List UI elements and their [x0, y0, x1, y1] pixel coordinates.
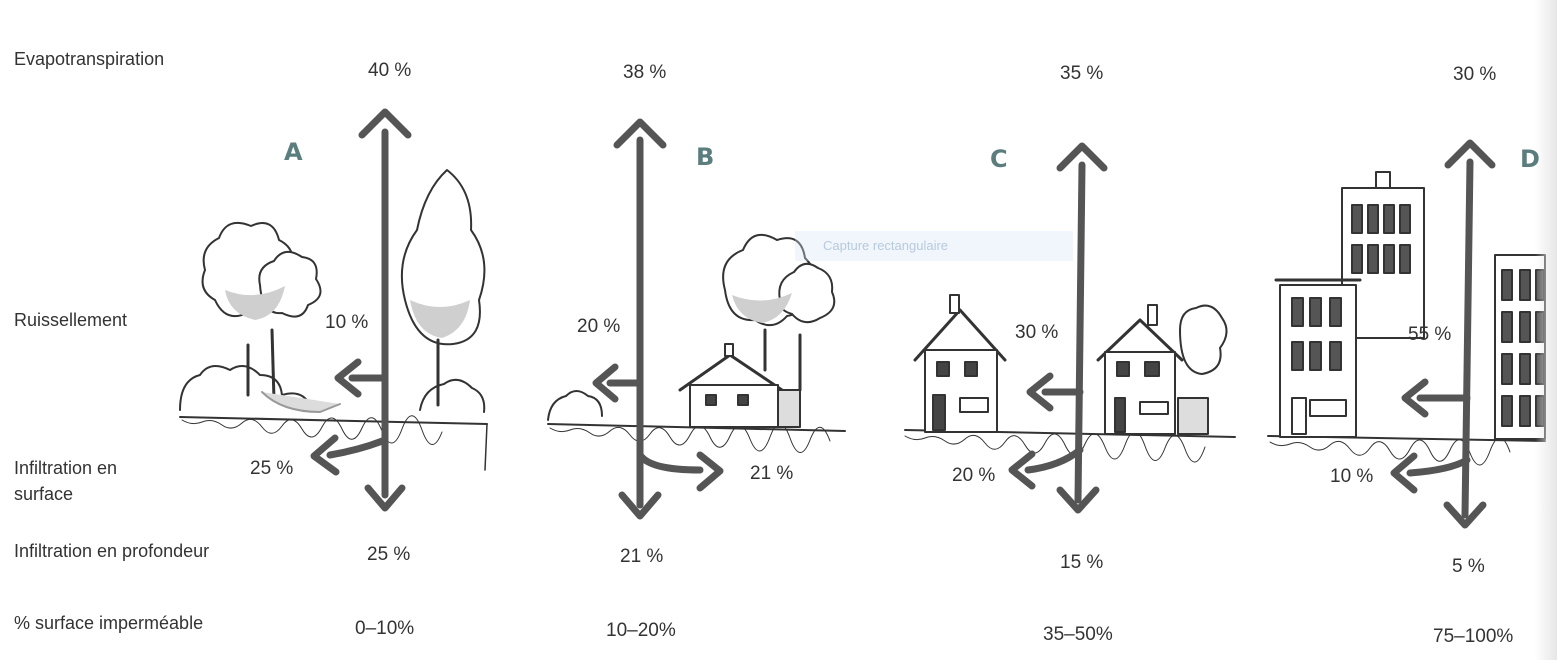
scenario-a-label: A [284, 138, 303, 166]
scenario-a-illustration [179, 108, 488, 512]
capture-tooltip: Capture rectangulaire [795, 231, 1073, 261]
d-evapotranspiration: 30 % [1453, 64, 1497, 85]
scenario-d-label: D [1520, 145, 1540, 173]
d-ruissellement: 55 % [1408, 324, 1452, 345]
d-infiltration-surface: 10 % [1330, 466, 1374, 487]
scenario-c-label: C [990, 145, 1008, 173]
scenario-b-label: B [696, 143, 715, 171]
row-label-infiltration-profondeur: Infiltration en profondeur [14, 541, 210, 561]
row-label-evapotranspiration: Evapotranspiration [14, 49, 165, 69]
c-evapotranspiration: 35 % [1060, 63, 1104, 84]
scenario-d-illustration [1267, 139, 1546, 529]
b-evapotranspiration: 38 % [623, 62, 667, 83]
b-infiltration-surface: 21 % [750, 463, 794, 484]
row-label-infiltration-surface: Infiltration en surface [14, 458, 118, 504]
c-surface-impermeable: 35–50% [1043, 624, 1113, 645]
c-infiltration-profondeur: 15 % [1060, 552, 1104, 573]
b-ruissellement: 20 % [577, 316, 621, 337]
page-edge-shadow [1535, 0, 1557, 660]
a-infiltration-profondeur: 25 % [367, 544, 411, 565]
scenario-b-illustration [547, 118, 846, 520]
a-ruissellement: 10 % [325, 312, 369, 333]
d-surface-impermeable: 75–100% [1433, 626, 1514, 647]
b-infiltration-profondeur: 21 % [620, 546, 664, 567]
a-infiltration-surface: 25 % [250, 458, 294, 479]
row-label-ruissellement: Ruissellement [14, 310, 128, 330]
row-label-surface-impermeable: % surface imperméable [14, 613, 204, 633]
c-ruissellement: 30 % [1015, 322, 1059, 343]
c-infiltration-surface: 20 % [952, 465, 996, 486]
a-surface-impermeable: 0–10% [355, 618, 415, 639]
a-evapotranspiration: 40 % [368, 60, 412, 81]
b-surface-impermeable: 10–20% [606, 620, 676, 641]
d-infiltration-profondeur: 5 % [1452, 556, 1485, 577]
scenario-c-illustration [904, 142, 1236, 514]
